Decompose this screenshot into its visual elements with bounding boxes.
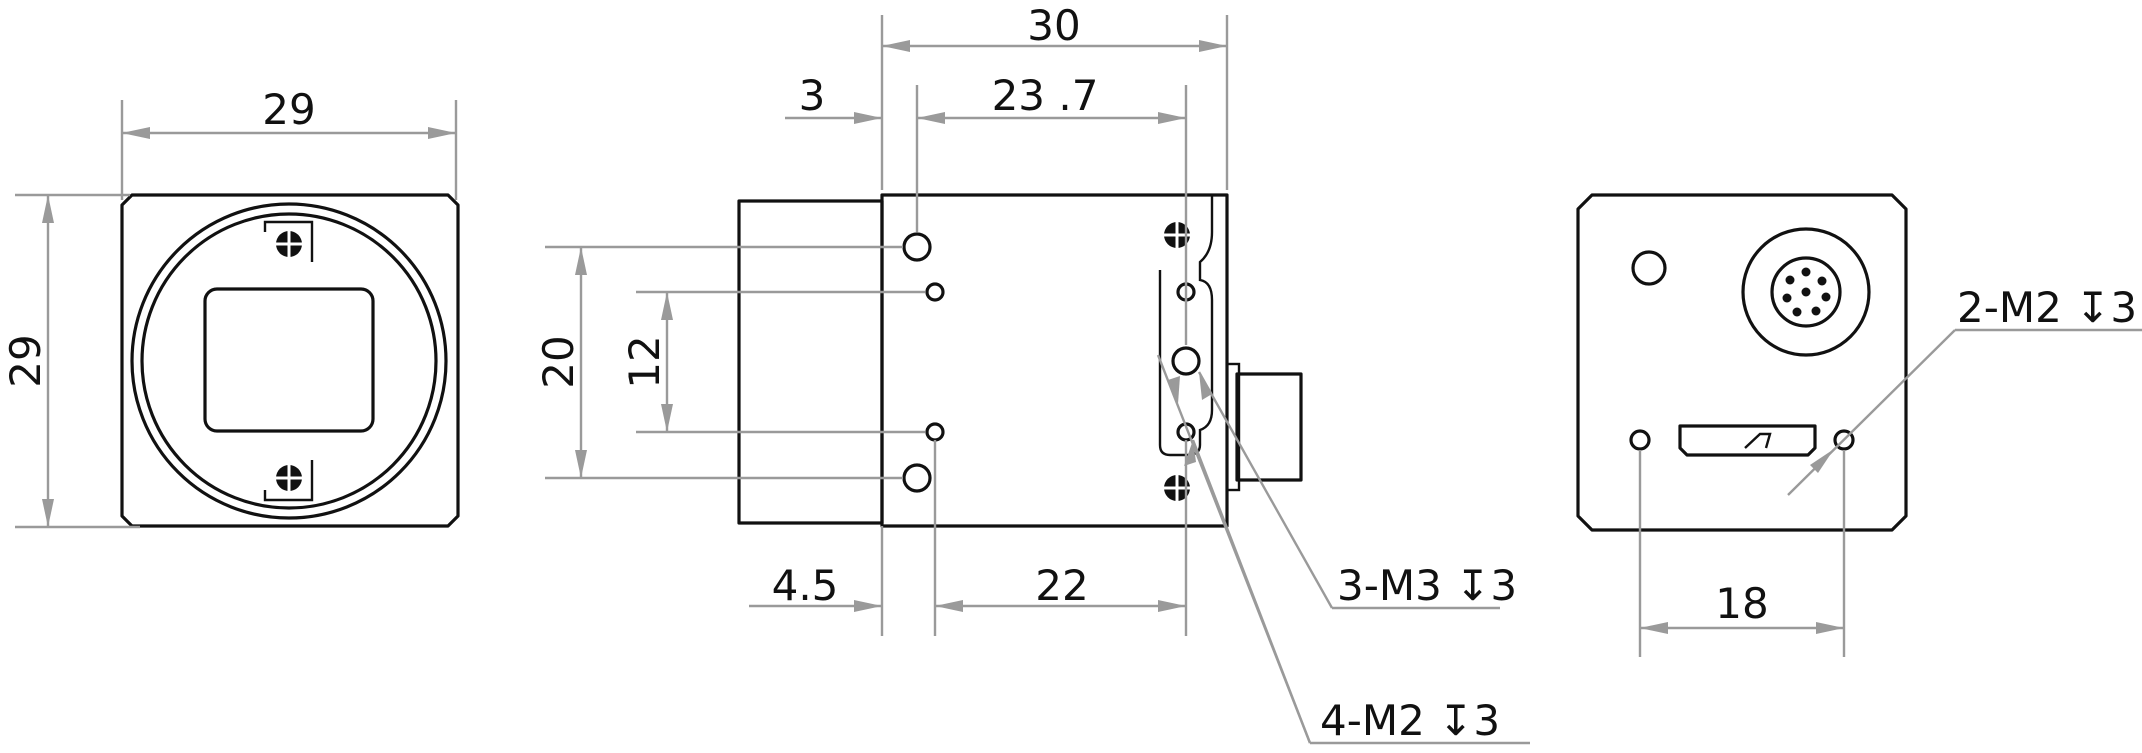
front-width-dimension: 29: [120, 85, 458, 200]
side-m3-callout: 3-M3 ↧3: [1197, 371, 1517, 610]
lens-mount-outer-ring: [130, 202, 448, 520]
top-screw-icon: [274, 229, 304, 259]
front-width-label: 29: [262, 85, 315, 134]
side-m2-callout-label: 4-M2 ↧3: [1320, 696, 1500, 745]
front-housing-outline: [120, 193, 460, 528]
rear-hole-right: [1833, 429, 1855, 451]
side-hole-lower-large: [902, 463, 932, 493]
side-inner-pitch-dimension: 12: [620, 290, 925, 434]
front-view: 29 29: [1, 85, 460, 529]
side-housing-outline: [880, 193, 1229, 528]
side-total-length-label: 30: [1027, 1, 1080, 50]
side-hole-lower-small: [925, 422, 945, 442]
sensor-window: [203, 287, 375, 433]
rear-usb-port: [1678, 424, 1817, 457]
lens-mount-block: [737, 199, 884, 525]
rear-m2-callout-label: 2-M2 ↧3: [1957, 283, 2137, 332]
front-height-label: 29: [1, 334, 50, 387]
rear-m2-callout: 2-M2 ↧3: [1787, 283, 2142, 496]
rear-housing-outline: [1576, 193, 1908, 532]
rear-connector-outer: [1741, 227, 1871, 357]
side-hole-offset-label: 3: [799, 71, 826, 120]
lens-mount-inner-ring: [140, 212, 438, 510]
rear-usb-tongue: [1744, 432, 1772, 449]
side-bottom-dimensions: 4.5 22: [749, 440, 1188, 636]
side-hole-span-dimension: 3 23 .7: [785, 71, 1188, 345]
side-hole-upper-small: [925, 282, 945, 302]
rear-connector-inner: [1770, 256, 1842, 328]
side-outer-pitch-label: 20: [534, 335, 583, 388]
side-m2-callout: 4-M2 ↧3: [1156, 354, 1530, 745]
side-inner-span-label: 22: [1035, 561, 1088, 610]
side-hole-span-label: 23 .7: [992, 71, 1099, 120]
bottom-screw-icon: [274, 463, 304, 493]
side-connector: [1235, 372, 1303, 482]
rear-connector-pins: [1782, 267, 1831, 317]
side-recess-outline: [1158, 195, 1214, 457]
front-height-dimension: 29: [1, 193, 140, 529]
side-total-length-dimension: 30: [880, 1, 1229, 190]
top-screw-tab: [263, 220, 314, 262]
rear-hole-spacing-label: 18: [1715, 579, 1768, 628]
side-outer-pitch-dimension: 20: [534, 245, 903, 480]
rear-hole-spacing-dimension: 18: [1638, 450, 1846, 657]
rear-status-led: [1631, 250, 1667, 286]
side-inner-pitch-label: 12: [620, 335, 669, 388]
rear-view: 18 2-M2 ↧3: [1576, 193, 2142, 657]
rear-hole-left: [1629, 429, 1651, 451]
bottom-screw-tab: [263, 460, 314, 502]
side-view: 30 3 23 .7 20: [534, 1, 1530, 745]
side-hole-upper-large: [902, 232, 932, 262]
side-connector-flange: [1225, 362, 1241, 492]
side-lens-depth-label: 4.5: [772, 561, 839, 610]
side-m3-callout-label: 3-M3 ↧3: [1337, 561, 1517, 610]
side-hole-rear-m3: [1171, 346, 1201, 376]
